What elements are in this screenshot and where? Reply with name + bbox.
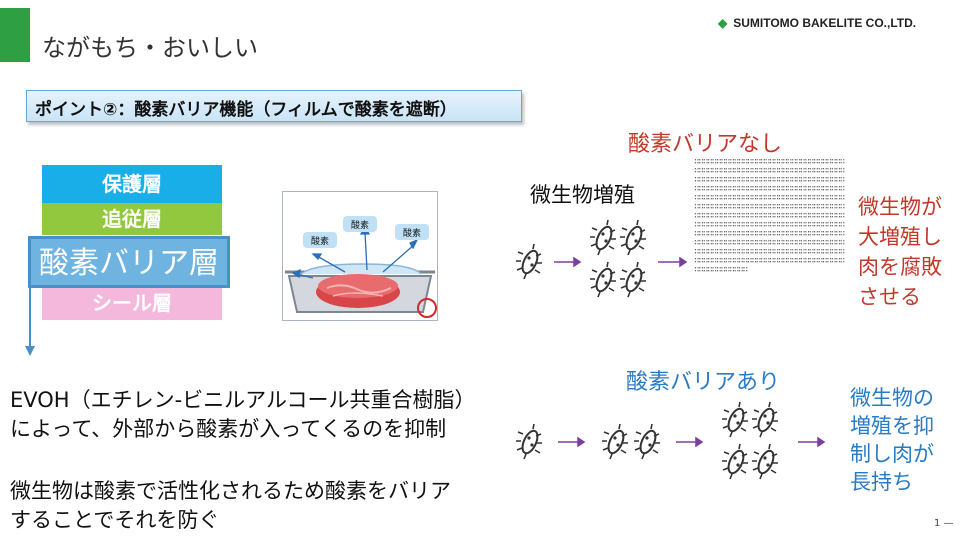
microbe-icon xyxy=(721,443,749,480)
evoh-explanation: EVOH（エチレン-ビニルアルコール共重合樹脂） によって、外部から酸素が入って… xyxy=(10,386,476,444)
layer-seal: シール層 xyxy=(42,288,222,320)
microbe-icon xyxy=(619,261,647,298)
oxygen-label-2: 酸素 xyxy=(351,219,369,231)
slide-title: ながもち・おいしい xyxy=(42,34,258,62)
without-barrier-note: 微生物が 大増殖し 肉を腐敗 させる xyxy=(858,192,958,312)
page-number-value: 1 xyxy=(934,518,941,529)
arrow-down-icon xyxy=(25,288,35,356)
note-line: 長持ち xyxy=(850,470,913,494)
microbe-swarm-icon: ∷∷∷∷∷∷∷∷∷∷∷∷∷∷∷∷∷∷∷∷∷∷∷∷∷∷∷∷∷∷∷∷∷∷∷∷∷∷∷∷… xyxy=(694,158,845,275)
company-logo-icon: ◆ xyxy=(718,16,728,30)
without-barrier-title: 酸素バリアなし xyxy=(628,132,783,157)
note-line: 微生物が xyxy=(858,195,942,219)
microbe-suppressed-diagram xyxy=(515,401,826,480)
note-line: 微生物の xyxy=(850,386,934,410)
with-barrier-note: 微生物の 増殖を抑 制し肉が 長持ち xyxy=(850,384,958,496)
text-line: することでそれを防ぐ xyxy=(10,508,220,532)
microbe-growth-label: 微生物増殖 xyxy=(530,183,635,207)
meat-tray-illustration: 酸素 酸素 酸素 xyxy=(282,191,438,321)
text-line: EVOH（エチレン-ビニルアルコール共重合樹脂） xyxy=(10,388,476,412)
point-heading-box: ポイント②：酸素バリア機能（フィルムで酸素を遮断） xyxy=(26,90,522,122)
company-brand: ◆ SUMITOMO BAKELITE CO.,LTD. xyxy=(718,16,916,30)
arrow-right-icon xyxy=(798,436,826,448)
microbe-icon xyxy=(589,219,617,256)
company-name: SUMITOMO BAKELITE CO.,LTD. xyxy=(733,16,917,30)
note-line: 増殖を抑 xyxy=(850,414,934,438)
with-barrier-title: 酸素バリアあり xyxy=(626,370,781,395)
meat-tray-icon: 酸素 酸素 酸素 xyxy=(285,216,437,318)
microbe-icon xyxy=(589,261,617,298)
note-line: 肉を腐敗 xyxy=(858,255,942,279)
microbe-icon xyxy=(633,423,661,460)
microbe-icon xyxy=(515,423,543,460)
oxygen-label-1: 酸素 xyxy=(311,235,329,247)
microbe-icon xyxy=(721,401,749,438)
microbe-icon xyxy=(619,219,647,256)
microbe-growth-diagram xyxy=(515,219,688,298)
title-accent-bar xyxy=(0,8,30,62)
text-line: によって、外部から酸素が入ってくるのを抑制 xyxy=(10,417,447,441)
microbe-icon xyxy=(515,243,543,280)
microbe-icon xyxy=(751,443,779,480)
layer-conforming: 追従層 xyxy=(42,203,222,235)
microbe-explanation: 微生物は酸素で活性化されるため酸素をバリア することでそれを防ぐ xyxy=(10,477,451,535)
layer-oxygen-barrier: 酸素バリア層 xyxy=(28,236,230,288)
arrow-right-icon xyxy=(558,436,586,448)
arrow-right-icon xyxy=(658,256,688,268)
arrow-right-icon xyxy=(676,436,704,448)
text-line: 微生物は酸素で活性化されるため酸素をバリア xyxy=(10,479,451,503)
note-line: させる xyxy=(858,285,921,309)
microbe-icon xyxy=(601,423,629,460)
microbe-icon xyxy=(751,401,779,438)
oxygen-label-3: 酸素 xyxy=(403,227,421,239)
page-number: 1 — xyxy=(934,518,954,529)
arrow-right-icon xyxy=(554,256,582,268)
note-line: 制し肉が xyxy=(850,442,934,466)
layer-protective: 保護層 xyxy=(42,165,222,203)
note-line: 大増殖し xyxy=(858,225,942,249)
